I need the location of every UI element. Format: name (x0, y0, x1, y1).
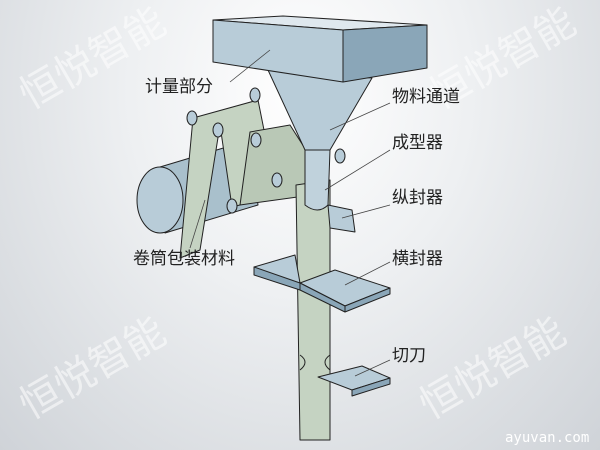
horizontal-sealer (253, 254, 391, 313)
leader-lines (189, 49, 391, 377)
watermark: 恒悦智能 (12, 0, 174, 119)
label-cutter: 切刀 (392, 346, 426, 366)
material-channel-funnel (267, 69, 373, 211)
label-vertical-sealer: 纵封器 (392, 188, 443, 208)
site-watermark: ayuvan.com (505, 430, 589, 446)
cutter-blade (317, 365, 391, 397)
label-former: 成型器 (392, 133, 443, 153)
label-horizontal-sealer: 横封器 (392, 249, 443, 269)
metering-hopper (212, 15, 428, 83)
watermark: 恒悦智能 (412, 309, 574, 429)
label-metering: 计量部分 (145, 77, 213, 97)
label-roll-material: 卷筒包装材料 (133, 249, 235, 269)
packaging-film (179, 99, 331, 441)
vertical-sealer (327, 204, 356, 233)
labels: 计量部分 物料通道 成型器 纵封器 横封器 切刀 卷筒包装材料 (133, 77, 460, 366)
rollers (186, 87, 346, 214)
label-material-channel: 物料通道 (392, 87, 460, 107)
watermark: 恒悦智能 (12, 309, 174, 429)
